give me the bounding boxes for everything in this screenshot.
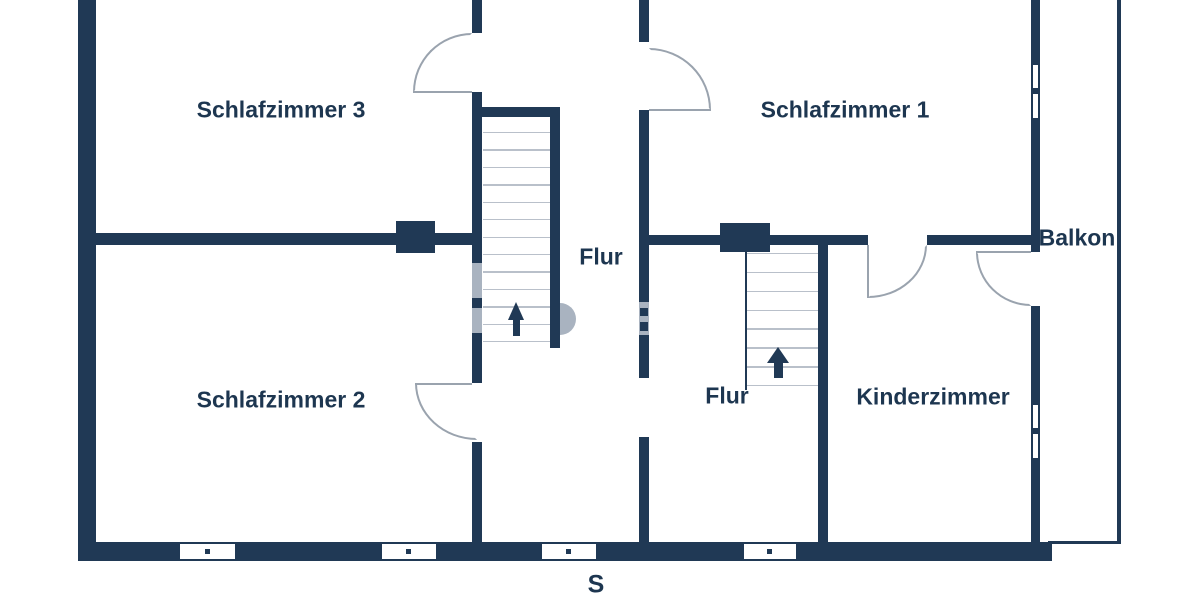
room-label-flur-lower: Flur — [705, 382, 749, 409]
window-mullion-tick — [767, 549, 772, 554]
stair-tread — [483, 219, 550, 221]
hall-west-wall-c — [472, 442, 482, 542]
hall-west-wall-a — [472, 0, 482, 33]
window-end-cap — [741, 542, 744, 561]
window-frame-line — [1038, 62, 1040, 120]
watermark-halfdisc — [560, 303, 576, 335]
window-end-cap — [1031, 457, 1040, 460]
window-mullion-tick — [1033, 88, 1038, 94]
window-frame-line — [1031, 62, 1033, 120]
door-leaf — [867, 245, 869, 298]
watermark-fragment — [472, 308, 482, 333]
window-end-cap — [234, 542, 237, 561]
window-end-cap — [379, 542, 382, 561]
stair2-east-wall — [818, 235, 828, 542]
balcony-wall-bottom — [1048, 541, 1117, 544]
east-wall-d — [1031, 460, 1040, 542]
door-swing-arc — [413, 33, 472, 92]
watermark-fragment — [639, 302, 649, 335]
chimney-1 — [396, 221, 435, 253]
window-mullion-tick — [406, 549, 411, 554]
window-frame-line — [379, 542, 438, 544]
stair-side-line — [745, 245, 747, 390]
mid-wall-right-b — [770, 235, 868, 245]
room-label-schlafzimmer-1: Schlafzimmer 1 — [760, 96, 930, 123]
watermark-counter — [640, 308, 648, 316]
center-wall-c — [639, 437, 649, 542]
window-frame-line — [539, 559, 598, 561]
watermark-counter — [640, 322, 648, 331]
window-end-cap — [1031, 62, 1040, 65]
stair1-top-wall — [482, 107, 560, 117]
stair-tread — [745, 290, 818, 293]
window-mullion-tick — [204, 549, 210, 554]
mid-wall-left-a — [96, 233, 396, 245]
stair-tread — [483, 341, 550, 343]
window-frame-line — [177, 542, 237, 544]
room-label-balkon: Balkon — [1038, 224, 1116, 251]
east-wall-b — [1031, 120, 1040, 252]
door-swing-arc — [649, 48, 711, 110]
room-label-schlafzimmer-2: Schlafzimmer 2 — [196, 386, 366, 413]
stair-tread — [483, 166, 550, 169]
window-end-cap — [595, 542, 598, 561]
stair-tread — [483, 236, 550, 238]
window-end-cap — [539, 542, 542, 561]
door-leaf — [649, 109, 711, 111]
door-leaf — [413, 91, 472, 93]
stair-tread — [745, 271, 818, 274]
window-frame-line — [1031, 402, 1033, 460]
door-swing-arc — [868, 245, 927, 298]
window-frame-line — [379, 559, 438, 561]
watermark-fragment — [472, 263, 482, 298]
mid-wall-left-b — [435, 233, 472, 245]
door-leaf — [976, 251, 1031, 253]
window-end-cap — [795, 542, 798, 561]
room-label-kinderzimmer: Kinderzimmer — [856, 383, 1010, 410]
window-frame-line — [539, 542, 598, 544]
stair1-east-wall — [550, 107, 560, 348]
stair-tread — [745, 328, 818, 330]
stair-direction-arrow-head — [507, 302, 524, 320]
window-end-cap — [177, 542, 180, 561]
stair-direction-arrow-shaft — [512, 319, 520, 336]
center-wall-a — [639, 0, 649, 42]
outer-wall-left — [78, 0, 96, 561]
window-frame-line — [741, 542, 798, 544]
window-mullion-tick — [1033, 428, 1038, 434]
window-end-cap — [1031, 402, 1040, 405]
window-mullion-tick — [566, 549, 571, 554]
stair-tread — [483, 132, 550, 134]
stair-tread — [483, 253, 550, 256]
stair-tread — [745, 253, 818, 255]
stair-tread — [483, 184, 550, 186]
window-frame-line — [177, 559, 237, 561]
mid-wall-right-c — [927, 235, 1031, 245]
window-frame-line — [1038, 402, 1040, 460]
hall-west-wall-b — [472, 92, 482, 383]
stair-direction-arrow-head — [766, 347, 789, 363]
stair-tread — [483, 149, 550, 151]
stair-tread — [745, 309, 818, 311]
compass-south-label: S — [587, 570, 605, 599]
stair-direction-arrow-shaft — [773, 362, 783, 378]
mid-wall-right-a — [649, 235, 720, 245]
stair-tread — [483, 271, 550, 273]
room-label-schlafzimmer-3: Schlafzimmer 3 — [196, 96, 366, 123]
window-frame-line — [741, 559, 798, 561]
stair-tread — [745, 385, 818, 387]
room-label-flur-upper: Flur — [579, 243, 623, 270]
center-wall-b — [639, 110, 649, 378]
window-end-cap — [1031, 117, 1040, 120]
stair-tread — [483, 201, 550, 204]
window-end-cap — [435, 542, 438, 561]
balcony-wall-right — [1117, 0, 1121, 544]
east-wall-c — [1031, 306, 1040, 402]
stair-tread — [483, 288, 550, 291]
east-wall-a — [1031, 0, 1040, 62]
door-swing-arc — [976, 252, 1031, 306]
door-leaf — [415, 383, 472, 385]
door-swing-arc — [415, 383, 477, 440]
